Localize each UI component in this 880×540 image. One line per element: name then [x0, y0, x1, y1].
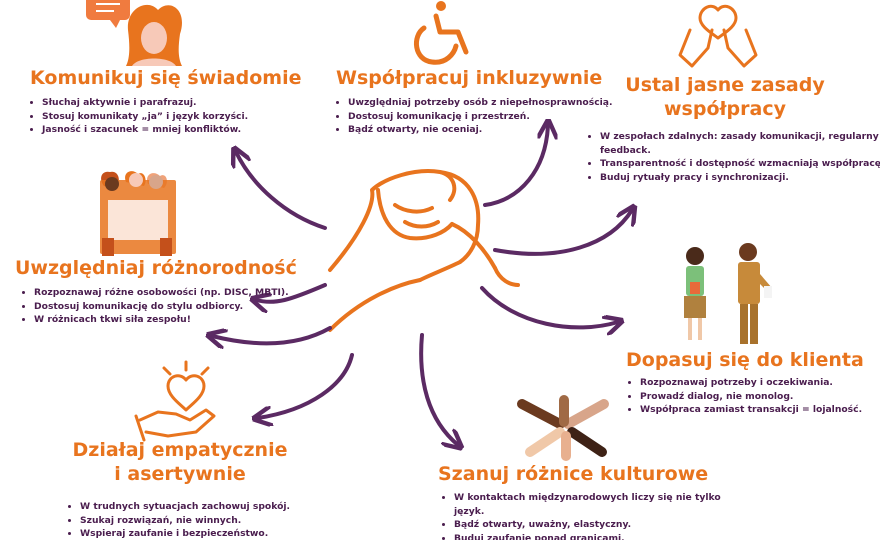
list-item: Jasność i szacunek = mniej konfliktów. [42, 123, 292, 137]
arrows [212, 125, 632, 445]
list-communicate: Słuchaj aktywnie i parafrazuj. Stosuj ko… [28, 96, 292, 137]
arrow-to-culture [419, 333, 458, 445]
list-item: Transparentność i dostępność wzmacniają … [600, 157, 880, 171]
title-empathy-line-1: Działaj empatycznie [72, 439, 288, 461]
title-inclusive: Współpracuj inkluzywnie [336, 67, 603, 89]
arrow-to-empathy [212, 326, 332, 343]
title-rules-line-1: Ustal jasne zasady [625, 74, 825, 96]
diverse-group-icon [100, 171, 176, 256]
business-people-icon [684, 243, 772, 344]
arrow-to-communicate [236, 152, 327, 230]
list-item: Uwzględniaj potrzeby osób z niepełnospra… [348, 96, 638, 110]
list-item: Dostosuj komunikację i przestrzeń. [348, 110, 638, 124]
title-client: Dopasuj się do klienta [626, 349, 864, 371]
list-item: Współpraca zamiast transakcji = lojalnoś… [640, 403, 880, 417]
title-rules: Ustal jasne zasady współpracy [610, 73, 840, 121]
hands-heart-icon [678, 4, 758, 68]
handshake-icon [328, 169, 520, 332]
list-culture: W kontaktach międzynarodowych liczy się … [440, 491, 744, 540]
title-culture: Szanuj różnice kulturowe [438, 463, 709, 485]
list-item: Rozpoznawaj potrzeby i oczekiwania. [640, 376, 880, 390]
title-empathy-line-2: i asertywnie [114, 463, 246, 485]
speech-woman-icon [86, 0, 182, 66]
list-item: Słuchaj aktywnie i parafrazuj. [42, 96, 292, 110]
list-item: Buduj rytuały pracy i synchronizacji. [600, 171, 880, 185]
list-item: Dostosuj komunikację do stylu odbiorcy. [34, 300, 324, 314]
list-rules: W zespołach zdalnych: zasady komunikacji… [586, 130, 880, 184]
list-item: W zespołach zdalnych: zasady komunikacji… [600, 130, 880, 157]
arrow-to-client [480, 286, 618, 327]
list-item: Buduj zaufanie ponad granicami. [454, 532, 744, 540]
list-item: Szukaj rozwiązań, nie winnych. [80, 514, 330, 528]
list-item: Rozpoznawaj różne osobowości (np. DISC, … [34, 286, 324, 300]
title-rules-line-2: współpracy [663, 98, 786, 120]
arrow-to-rules [493, 210, 632, 256]
arrow-to-empathy-2 [258, 353, 354, 418]
list-diversity: Rozpoznawaj różne osobowości (np. DISC, … [20, 286, 324, 327]
list-item: W trudnych sytuacjach zachowuj spokój. [80, 500, 330, 514]
joined-hands-icon [517, 395, 609, 461]
list-item: W różnicach tkwi siła zespołu! [34, 313, 324, 327]
arrow-to-diversity [256, 283, 327, 302]
arrow-to-inclusive [483, 125, 548, 207]
list-item: Stosuj komunikaty „ja” i język korzyści. [42, 110, 292, 124]
list-item: Prowadź dialog, nie monolog. [640, 390, 880, 404]
list-client: Rozpoznawaj potrzeby i oczekiwania. Prow… [626, 376, 880, 417]
list-empathy: W trudnych sytuacjach zachowuj spokój. S… [66, 500, 330, 540]
list-item: Bądź otwarty, nie oceniaj. [348, 123, 638, 137]
heart-hands-icon [134, 360, 216, 442]
list-item: W kontaktach międzynarodowych liczy się … [454, 491, 744, 518]
wheelchair-icon [414, 1, 469, 65]
list-item: Wspieraj zaufanie i bezpieczeństwo. [80, 527, 330, 540]
list-inclusive: Uwzględniaj potrzeby osób z niepełnospra… [334, 96, 638, 137]
title-communicate: Komunikuj się świadomie [30, 67, 302, 89]
title-empathy: Działaj empatycznie i asertywnie [60, 438, 300, 486]
list-item: Bądź otwarty, uważny, elastyczny. [454, 518, 744, 532]
title-diversity: Uwzględniaj różnorodność [15, 257, 297, 279]
